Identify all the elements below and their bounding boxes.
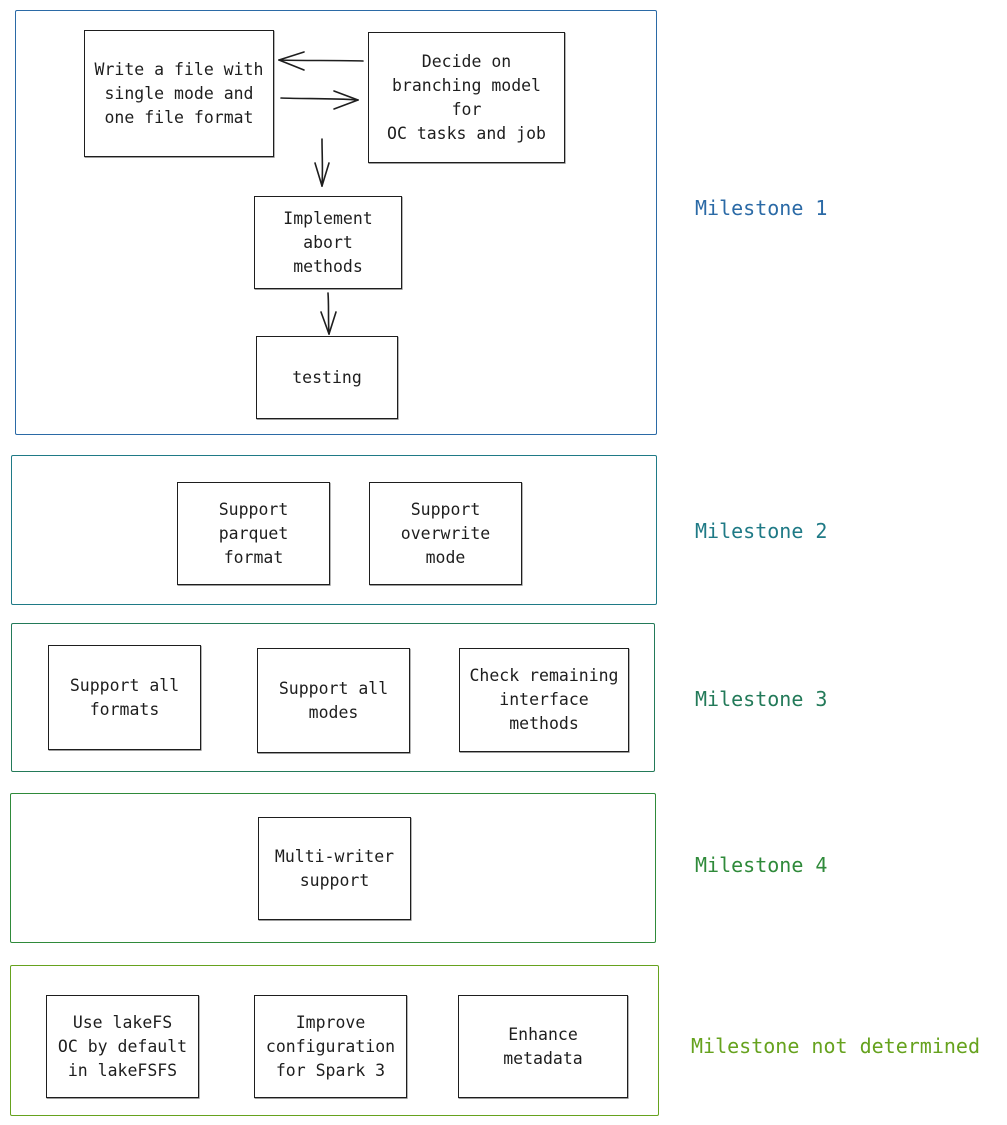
task-line: configuration (265, 1036, 396, 1056)
task-line: one file format (104, 107, 254, 127)
task-line: overwrite (400, 523, 491, 543)
milestone-2-label: Milestone 2 (695, 519, 828, 543)
task-line: formats (89, 699, 160, 719)
milestone-not-determined-frame (10, 965, 659, 1116)
milestone-3-frame (11, 623, 655, 772)
task-line: metadata (503, 1048, 583, 1068)
task-line: Multi-writer (274, 846, 395, 866)
task-all-modes-box[interactable]: Support all modes (257, 648, 410, 753)
task-line: OC by default (57, 1036, 188, 1056)
task-line: Implement (283, 208, 373, 228)
task-line: Use lakeFS (72, 1012, 173, 1032)
task-overwrite-mode-box[interactable]: Support overwrite mode (369, 482, 522, 585)
task-line: Support (218, 499, 289, 519)
task-line: Enhance (508, 1024, 578, 1044)
milestone-2-frame (11, 455, 657, 605)
task-lakefs-oc-default-box[interactable]: Use lakeFS OC by default in lakeFSFS (46, 995, 199, 1098)
task-line: testing (292, 367, 362, 387)
milestone-4-label: Milestone 4 (695, 853, 828, 877)
milestone-3-label: Milestone 3 (695, 687, 828, 711)
task-all-formats-box[interactable]: Support all formats (48, 645, 201, 750)
task-interface-methods-box[interactable]: Check remaining interface methods (459, 648, 629, 752)
task-spark3-config-box[interactable]: Improve configuration for Spark 3 (254, 995, 407, 1098)
task-line: for Spark 3 (275, 1060, 386, 1080)
task-line: methods (293, 256, 363, 276)
task-line: support (299, 870, 370, 890)
task-line: in lakeFSFS (67, 1060, 178, 1080)
task-line: methods (509, 714, 579, 733)
task-line: Improve (295, 1012, 366, 1032)
task-line: single mode and (104, 83, 254, 103)
task-line: Write a file with (94, 59, 264, 79)
task-multi-writer-box[interactable]: Multi-writer support (258, 817, 411, 920)
task-line: Support (410, 499, 481, 519)
task-line: Decide on (421, 51, 512, 71)
task-line: abort (303, 232, 353, 252)
task-line: mode (425, 547, 466, 567)
task-line: Support all (69, 675, 180, 695)
milestone-not-determined-label: Milestone not determined (691, 1034, 980, 1058)
task-parquet-format-box[interactable]: Support parquet format (177, 482, 330, 585)
task-write-file-box[interactable]: Write a file with single mode and one fi… (84, 30, 274, 157)
task-line: branching model for (391, 75, 541, 119)
task-line: format (223, 547, 284, 567)
milestone-1-frame (15, 10, 657, 435)
milestone-1-label: Milestone 1 (695, 196, 828, 220)
task-abort-methods-box[interactable]: Implement abort methods (254, 196, 402, 289)
task-line: parquet (218, 523, 289, 543)
task-testing-box[interactable]: testing (256, 336, 398, 419)
task-line: Support all (278, 678, 389, 698)
milestone-4-frame (10, 793, 656, 943)
task-line: interface (499, 690, 589, 709)
task-line: OC tasks and job (387, 123, 546, 143)
task-line: Check remaining (469, 666, 619, 685)
task-line: modes (308, 702, 359, 722)
task-branching-model-box[interactable]: Decide on branching model for OC tasks a… (368, 32, 565, 163)
task-enhance-metadata-box[interactable]: Enhance metadata (458, 995, 628, 1098)
